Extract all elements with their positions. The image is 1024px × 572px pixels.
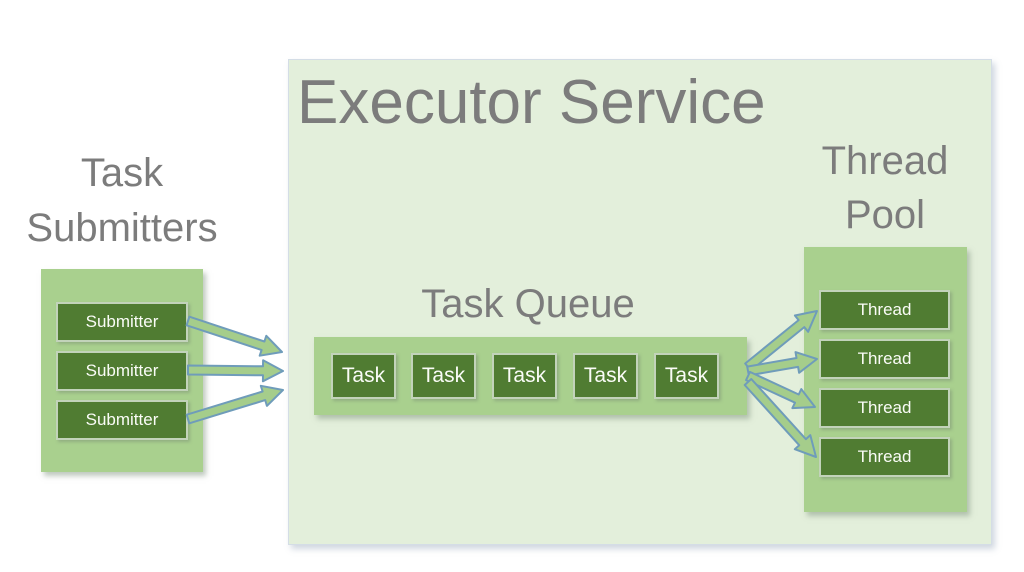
submitter-box: Submitter: [56, 351, 188, 391]
executor-service-title: Executor Service: [297, 68, 766, 137]
task-box: Task: [331, 353, 396, 399]
submitter-box: Submitter: [56, 400, 188, 440]
thread-box: Thread: [819, 290, 950, 330]
thread-pool-label: Thread Pool: [800, 134, 970, 242]
task-box: Task: [492, 353, 557, 399]
task-submitters-label: Task Submitters: [12, 146, 232, 256]
task-box: Task: [411, 353, 476, 399]
thread-pool-label-line1: Thread: [821, 139, 949, 183]
task-box: Task: [654, 353, 719, 399]
task-queue-label: Task Queue: [421, 282, 635, 326]
task-submitters-label-line2: Submitters: [26, 206, 218, 250]
submitter-box: Submitter: [56, 302, 188, 342]
task-box: Task: [573, 353, 638, 399]
thread-box: Thread: [819, 388, 950, 428]
thread-box: Thread: [819, 437, 950, 477]
thread-box: Thread: [819, 339, 950, 379]
thread-pool-label-line2: Pool: [844, 193, 926, 237]
task-submitters-label-line1: Task: [80, 151, 164, 195]
